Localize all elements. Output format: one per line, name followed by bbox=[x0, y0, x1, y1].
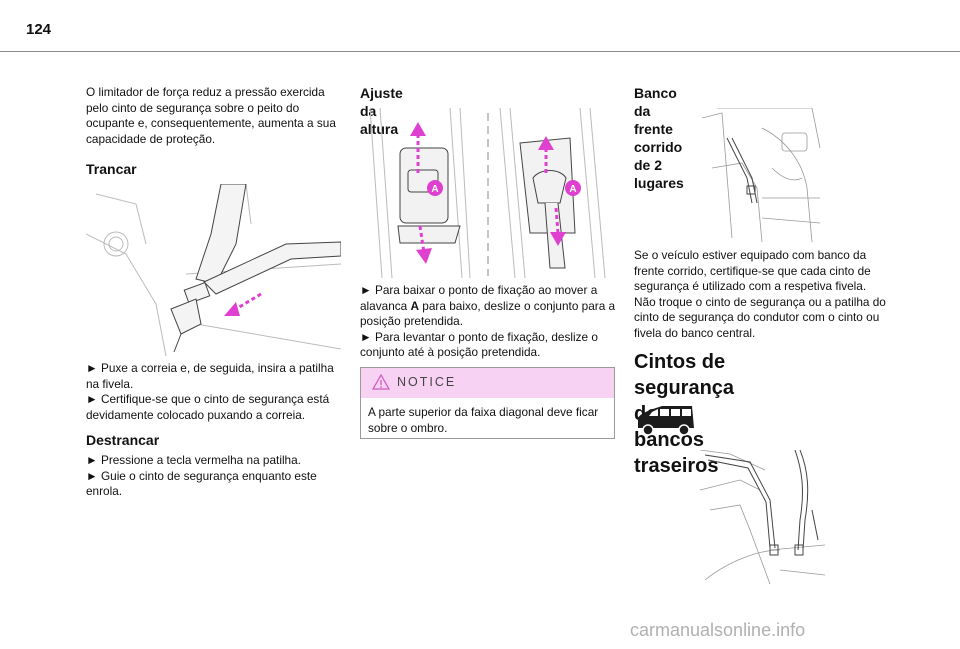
van-icon bbox=[638, 406, 694, 436]
rear-seat-belt-illustration bbox=[700, 450, 825, 585]
svg-text:A: A bbox=[569, 184, 576, 195]
notice-header: NOTICE bbox=[361, 368, 614, 398]
lever-a-marker: A A bbox=[427, 180, 581, 196]
lock-steps: ► Puxe a correia e, de seguida, insira a… bbox=[86, 361, 334, 422]
intro-paragraph: O limitador de força reduz a pressão exe… bbox=[86, 85, 336, 146]
lock-heading: Trancar bbox=[86, 161, 137, 177]
header-divider bbox=[0, 51, 960, 52]
up-arrow-icon bbox=[410, 122, 554, 173]
down-arrow-icon bbox=[416, 207, 566, 264]
buckle-lock-illustration bbox=[86, 184, 341, 356]
notice-text: A parte superior da faixa diagonal deve … bbox=[368, 405, 599, 435]
height-adjust-steps: ► Para baixar o ponto de fixação ao move… bbox=[360, 283, 616, 360]
bench-seat-heading: Banco da frente corrido de 2 lugares bbox=[634, 85, 684, 191]
notice-title: NOTICE bbox=[397, 375, 457, 389]
notice-box: NOTICE A parte superior da faixa diagona… bbox=[360, 367, 615, 439]
watermark: carmanualsonline.info bbox=[630, 620, 806, 640]
svg-text:A: A bbox=[431, 184, 438, 195]
unlock-heading: Destrancar bbox=[86, 432, 160, 448]
bench-seat-illustration bbox=[702, 108, 821, 242]
direction-arrow-icon bbox=[224, 292, 262, 316]
page-number: 124 bbox=[26, 21, 52, 38]
unlock-steps: ► Pressione a tecla vermelha na patilha.… bbox=[86, 453, 317, 499]
height-adjust-illustration: A A bbox=[370, 108, 606, 278]
height-adjust-heading: Ajuste da altura bbox=[360, 85, 403, 137]
bench-seat-paragraph: Se o veículo estiver equipado com banco … bbox=[634, 248, 886, 340]
warning-triangle-icon bbox=[372, 374, 390, 390]
